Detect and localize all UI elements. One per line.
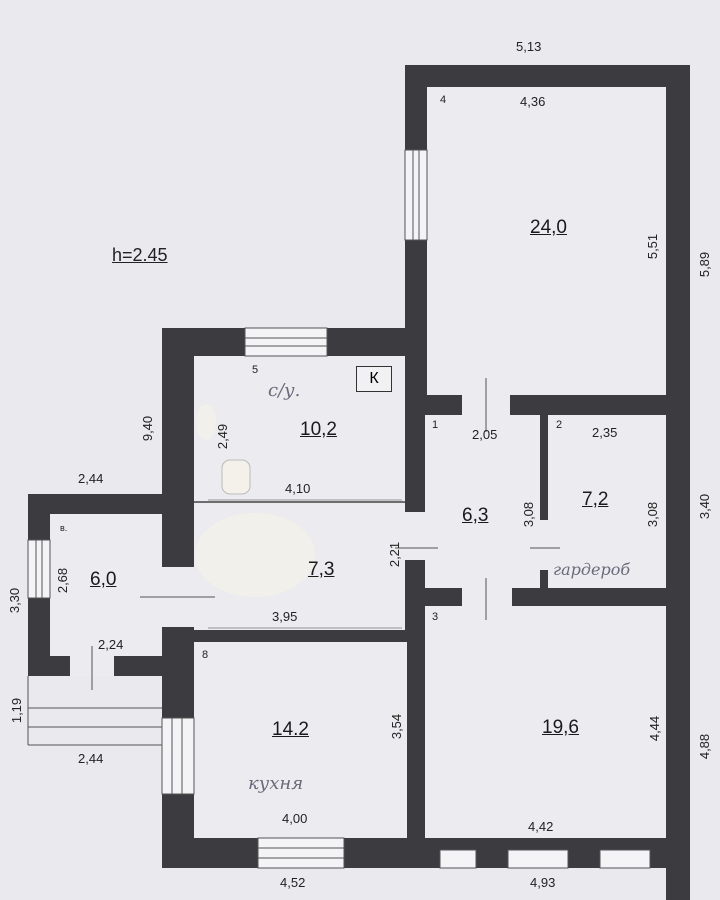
- room-number: 4: [440, 94, 447, 106]
- room-dim: 2,68: [55, 567, 71, 594]
- room-area: 19,6: [542, 717, 579, 738]
- window-room5: [244, 327, 328, 357]
- room-dim: 2,24: [98, 637, 124, 652]
- floor-room1: [425, 415, 540, 588]
- door-room3: [462, 588, 512, 606]
- dim-right-top: 5,89: [697, 251, 713, 278]
- window-annex: [27, 539, 51, 599]
- window-room3-3: [599, 849, 651, 869]
- window-kitchen-left: [161, 717, 195, 795]
- floor-room4: [427, 87, 666, 395]
- room-dim: 2,05: [472, 427, 498, 442]
- room-dim: 4,44: [647, 715, 663, 742]
- room-badge: К: [356, 366, 392, 392]
- floor-annex: [50, 514, 162, 656]
- window-kitchen-bottom: [257, 837, 345, 869]
- smudge-small: [196, 404, 216, 440]
- room-area: 24,0: [530, 217, 567, 238]
- door-room1: [405, 512, 425, 560]
- window-room3-2: [507, 849, 569, 869]
- wall-between-1-2: [540, 412, 548, 592]
- room-number: 2: [556, 419, 563, 431]
- wall-right-outer: [666, 65, 690, 900]
- room-note: кухня: [248, 773, 304, 794]
- ceiling-height-label: h=2.45: [112, 245, 168, 265]
- floor-room2: [548, 415, 666, 588]
- porch: [27, 676, 162, 746]
- room-dim: 2,21: [387, 541, 403, 568]
- dim-left-main: 9,40: [140, 415, 156, 442]
- correction-smudge: [195, 513, 315, 597]
- door-room2: [540, 520, 548, 570]
- room-number: 3: [432, 611, 439, 623]
- dim-annex-top: 2,44: [78, 471, 104, 486]
- room-number: в.: [60, 523, 68, 533]
- room-area: 6,0: [90, 569, 117, 590]
- window-room4: [404, 149, 428, 241]
- windows: [27, 149, 651, 869]
- dim-bottom-right: 4,93: [530, 875, 556, 890]
- dim-annex-left: 3,30: [7, 587, 23, 614]
- room-dim: 2,49: [215, 423, 231, 450]
- wall-above-room3: [405, 588, 690, 606]
- room-area: 6,3: [462, 505, 489, 526]
- wall-top-annex: [28, 494, 162, 514]
- room-dim: 3,54: [389, 713, 405, 740]
- room-note: гардероб: [553, 560, 631, 579]
- room-number: 8: [202, 649, 209, 661]
- wall-partition-vertical: [405, 395, 425, 865]
- floor-room3: [425, 606, 666, 838]
- room-area: 10,2: [300, 419, 337, 440]
- floor-kitchen: [194, 642, 407, 838]
- dim-top: 5,13: [516, 39, 542, 54]
- dim-porch-bottom: 2,44: [78, 751, 104, 766]
- room-number: 1: [432, 419, 439, 431]
- window-room3-1: [439, 849, 477, 869]
- room-dim: 4,42: [528, 819, 554, 834]
- room-area: 7,3: [308, 559, 335, 580]
- dim-bottom-left: 4,52: [280, 875, 306, 890]
- wall-top-room4: [405, 65, 690, 87]
- room-number: 5: [252, 364, 259, 376]
- room-dim: 2,35: [592, 425, 618, 440]
- wall-above-kitchen: [194, 630, 407, 642]
- room-dim: 4,00: [282, 811, 308, 826]
- dim-right-mid: 3,40: [697, 493, 713, 520]
- dim-right-bottom: 4,88: [697, 733, 713, 760]
- dimension-lines: [208, 499, 402, 629]
- smudge-mark: [221, 459, 251, 495]
- room-dim: 5,51: [645, 233, 661, 260]
- room-note: с/у.: [268, 380, 301, 401]
- room-area: 7,2: [582, 489, 609, 510]
- door-markers: [91, 378, 560, 690]
- room-dim: 4,36: [520, 94, 546, 109]
- room-dim: 4,10: [285, 481, 311, 496]
- room-area: 14.2: [272, 719, 309, 740]
- room-dim: 3,08: [645, 501, 661, 528]
- room-dim: 3,08: [521, 501, 537, 528]
- dim-porch-left: 1,19: [9, 697, 25, 724]
- room-dim: 3,95: [272, 609, 298, 624]
